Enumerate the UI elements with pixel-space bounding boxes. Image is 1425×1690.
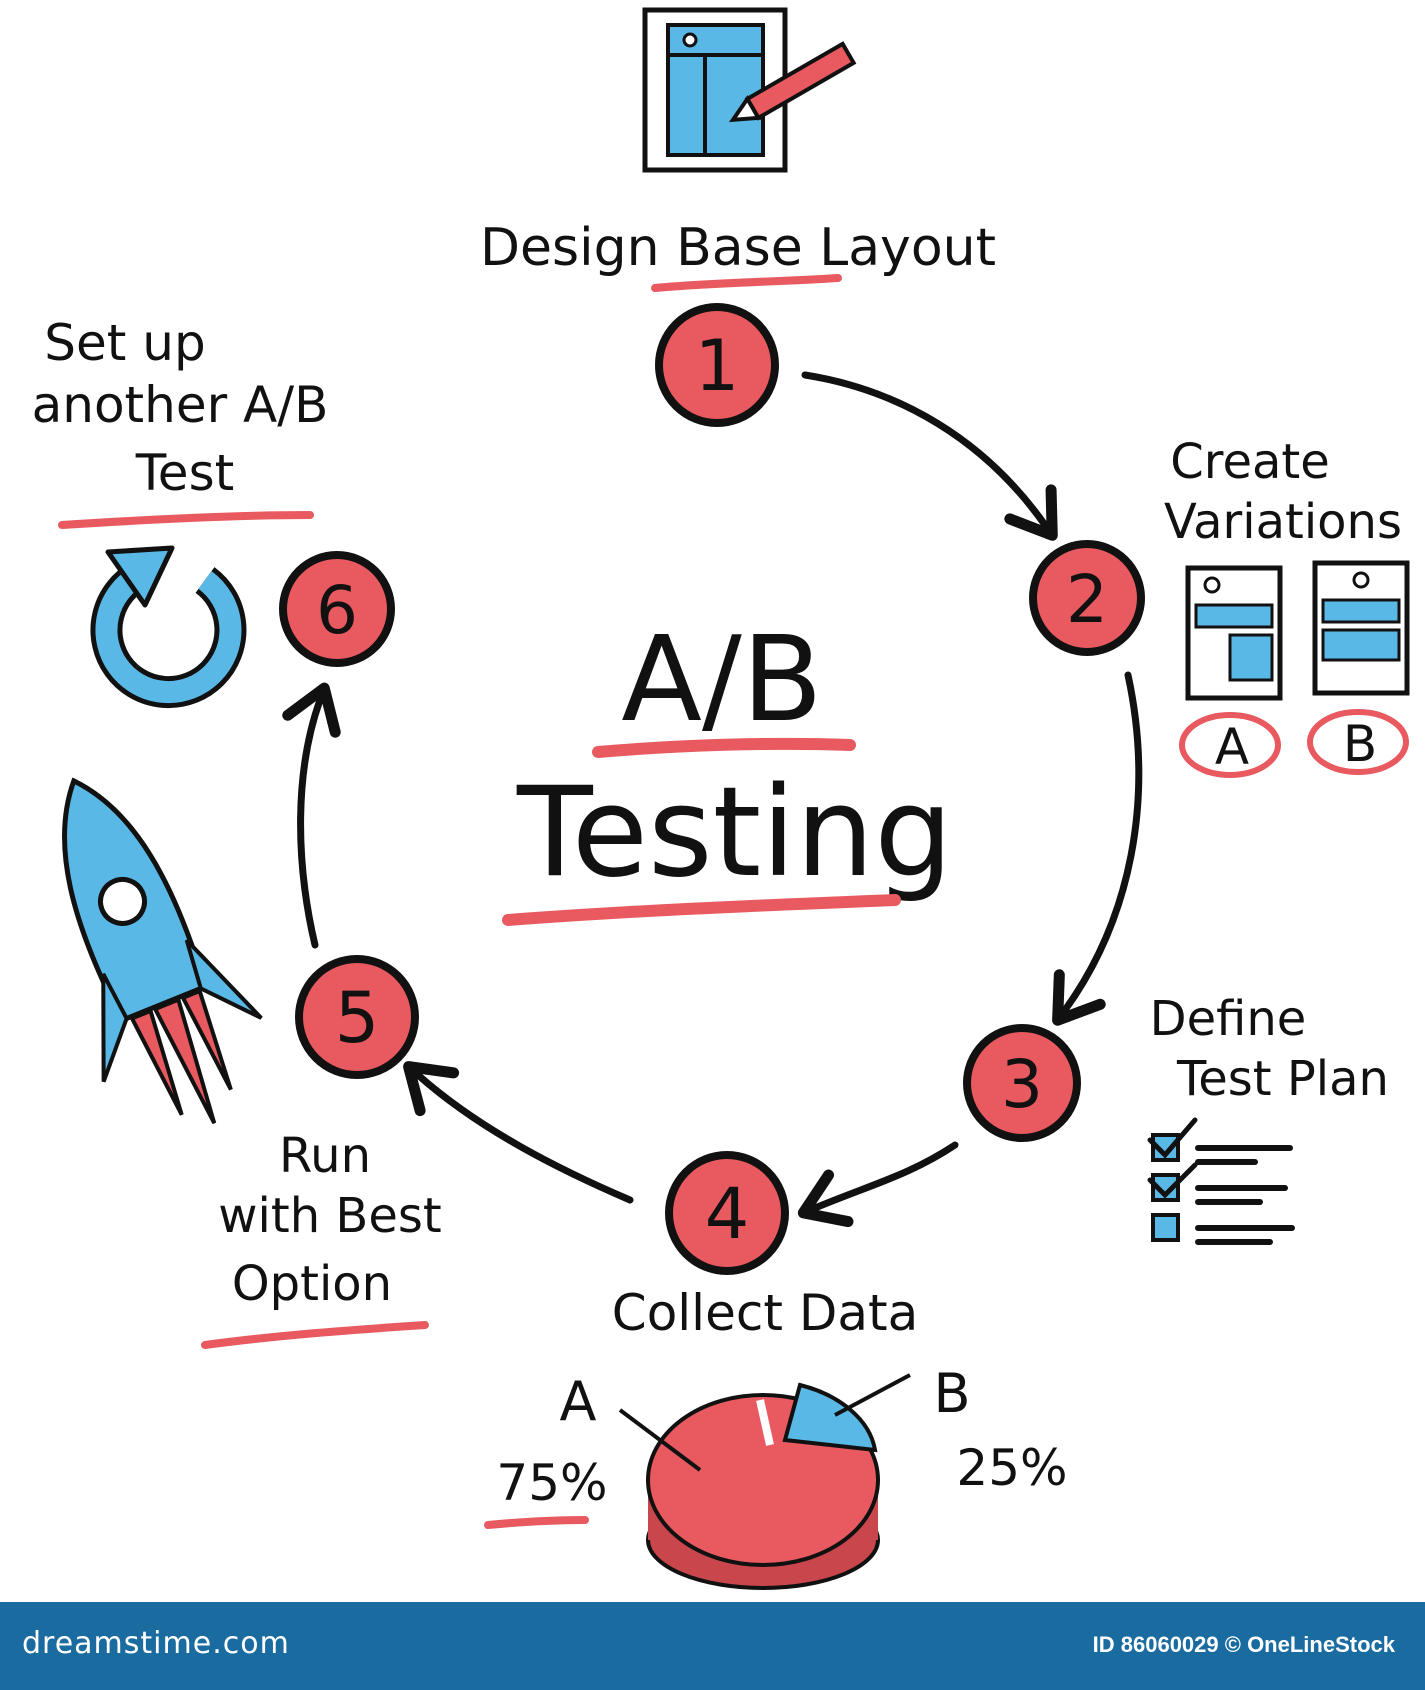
step-3-label-line2: Test Plan xyxy=(1176,1051,1389,1107)
layout-pencil-icon xyxy=(642,7,857,173)
footer-site[interactable]: dreamstime.com xyxy=(22,1626,290,1661)
pie-chart-icon xyxy=(618,1373,911,1590)
cycle-arrows xyxy=(282,371,1143,1228)
arrow-4-to-5 xyxy=(403,1061,634,1204)
center-title-line2: Testing xyxy=(516,761,953,905)
variation-a-label: A xyxy=(1215,718,1249,776)
step-number-6: 6 xyxy=(316,572,358,649)
step-5-label-line3: Option xyxy=(232,1256,392,1312)
step-number-4: 4 xyxy=(705,1173,750,1255)
arrow-3-to-4 xyxy=(797,1141,959,1228)
footer-bar: dreamstime.com ID 86060029 © OneLineStoc… xyxy=(0,1602,1425,1690)
variation-layout-icon-b xyxy=(1312,560,1410,696)
arrow-1-to-2 xyxy=(801,371,1058,541)
step-5-underline xyxy=(201,1321,429,1349)
center-title-line1: A/B xyxy=(621,610,822,748)
pie-a-underline xyxy=(484,1516,589,1529)
center-title-underline-2 xyxy=(502,894,901,926)
step-4-label: Collect Data xyxy=(612,1284,918,1342)
refresh-arrow-icon xyxy=(90,545,247,709)
variation-b-label: B xyxy=(1343,715,1377,773)
step-6-label-line3: Test xyxy=(135,444,234,502)
variation-layout-icon-a xyxy=(1185,565,1283,701)
pie-a-value: 75% xyxy=(496,1454,607,1512)
arrow-2-to-3 xyxy=(1052,671,1143,1026)
pie-b-value: 25% xyxy=(956,1439,1067,1497)
step-3-label-line1: Define xyxy=(1150,991,1307,1047)
step-6-label-line2: another A/B xyxy=(32,376,329,434)
step-circle-3: 3 xyxy=(963,1024,1081,1142)
step-2-label-line2: Variations xyxy=(1164,494,1402,550)
step-circle-2: 2 xyxy=(1029,540,1145,656)
arrow-5-to-6 xyxy=(282,682,341,949)
step-number-5: 5 xyxy=(335,977,380,1059)
step-6-underline xyxy=(58,511,314,529)
diagram-canvas: 1 2 3 4 5 6 A/B Testing Design Base Layo… xyxy=(32,7,1410,1590)
variation-b-ring xyxy=(1307,709,1409,775)
step-number-3: 3 xyxy=(1001,1046,1043,1123)
step-6-label-line1: Set up xyxy=(44,314,205,372)
checklist-icon xyxy=(1147,1117,1295,1245)
pie-b-label: B xyxy=(933,1362,970,1425)
footer-id-credit: ID 86060029 © OneLineStock xyxy=(1092,1632,1395,1657)
variation-a-ring xyxy=(1179,712,1281,778)
step-5-label-line2: with Best xyxy=(218,1188,441,1244)
step-circle-4: 4 xyxy=(665,1151,789,1275)
step-1-label: Design Base Layout xyxy=(480,218,996,278)
pie-a-label: A xyxy=(560,1370,597,1433)
step-number-2: 2 xyxy=(1066,561,1108,638)
center-title-underline-1 xyxy=(592,737,856,758)
step-number-1: 1 xyxy=(695,325,740,407)
step-circle-1: 1 xyxy=(655,303,779,427)
step-2-label-line1: Create xyxy=(1170,434,1330,490)
rocket-icon xyxy=(62,777,263,1125)
step-5-label-line1: Run xyxy=(279,1128,371,1184)
step-1-underline xyxy=(651,274,842,292)
pie-slice-b xyxy=(782,1382,878,1453)
step-circle-6: 6 xyxy=(279,551,395,667)
step-circle-5: 5 xyxy=(295,955,419,1079)
